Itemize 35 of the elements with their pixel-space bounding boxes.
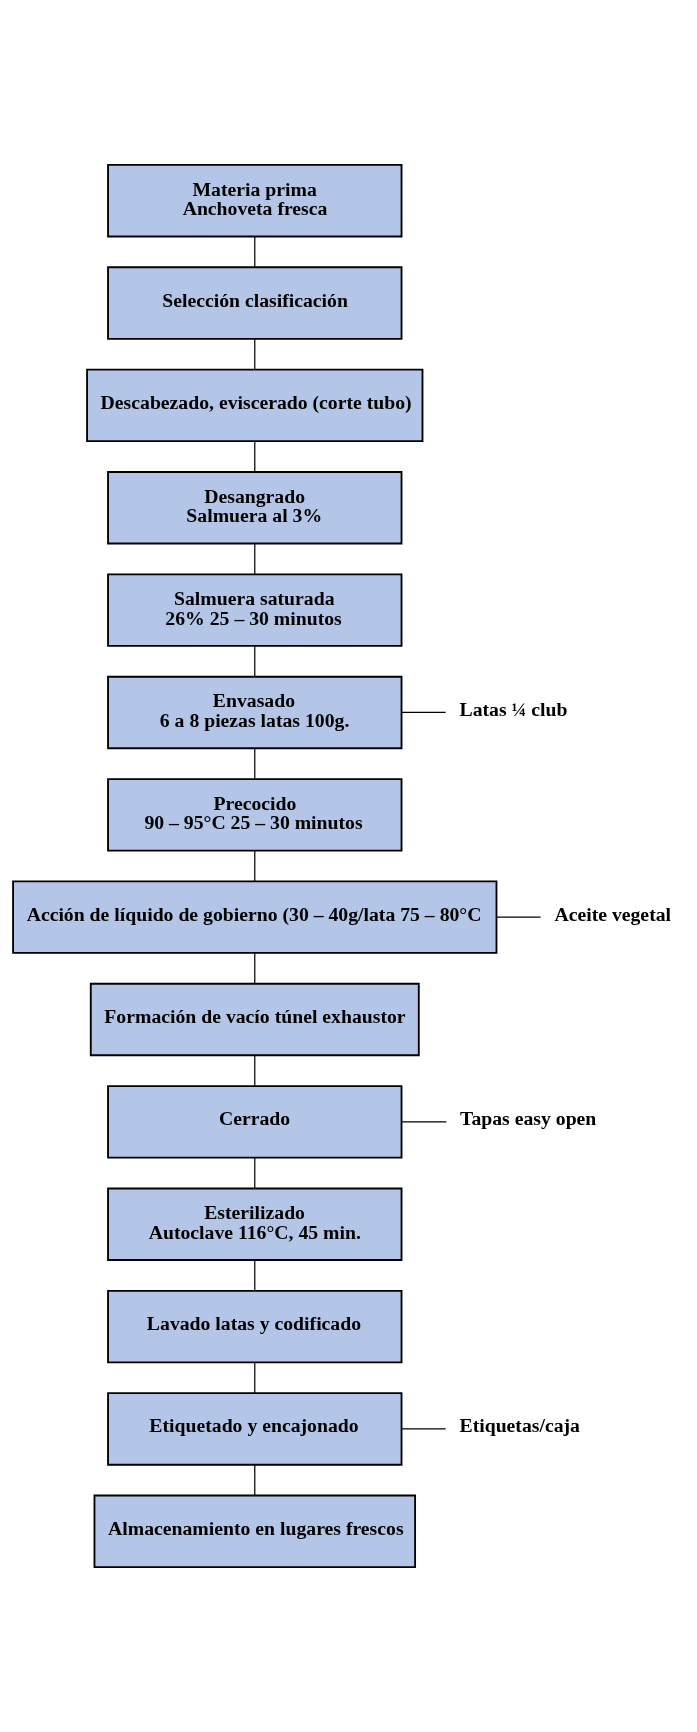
node-box: Precocido 90 – 95°C 25 – 30 minutos	[107, 778, 403, 852]
connector	[401, 711, 447, 714]
connector	[254, 1259, 256, 1292]
connector	[254, 748, 256, 780]
node-box: Materia prima Anchoveta fresca	[107, 164, 403, 238]
node-text: Aceite vegetal	[554, 902, 672, 925]
connector	[254, 543, 256, 575]
connector	[254, 952, 256, 985]
node-box: Acción de líquido de gobierno (30 – 40g/lata 75 – 80°C	[12, 880, 498, 954]
node-text: Latas ¼ club	[459, 697, 568, 720]
connector	[254, 1055, 256, 1087]
node-box: Esterilizado Autoclave 116°C, 45 min.	[107, 1187, 403, 1261]
node-box: Cerrado	[107, 1085, 403, 1159]
connector	[496, 916, 542, 918]
node-box: Descabezado, eviscerado (corte tubo)	[86, 368, 424, 443]
node-box: Envasado 6 a 8 piezas latas 100g.	[107, 675, 403, 750]
connector	[401, 1428, 447, 1430]
connector	[401, 1121, 447, 1123]
node-box: Etiquetado y encajonado	[107, 1392, 403, 1466]
connector	[254, 236, 256, 268]
node-box: Formación de vacío túnel exhaustor	[89, 982, 420, 1057]
node-box: Desangrado Salmuera al 3%	[107, 471, 403, 545]
node-text: Etiquetas/caja	[459, 1414, 580, 1437]
connector	[254, 645, 256, 678]
node-text: Tapas easy open	[460, 1107, 597, 1130]
connector	[254, 440, 256, 473]
connector	[254, 1157, 256, 1189]
node-box: Lavado latas y codificado	[107, 1289, 403, 1364]
connector	[254, 338, 256, 371]
node-box: Salmuera saturada 26% 25 – 30 minutos	[107, 573, 403, 647]
connector	[254, 850, 256, 882]
connector	[254, 1362, 256, 1394]
connector	[254, 1464, 256, 1496]
node-box: Almacenamiento en lugares frescos	[93, 1494, 416, 1568]
node-box: Selección clasificación	[107, 266, 403, 340]
